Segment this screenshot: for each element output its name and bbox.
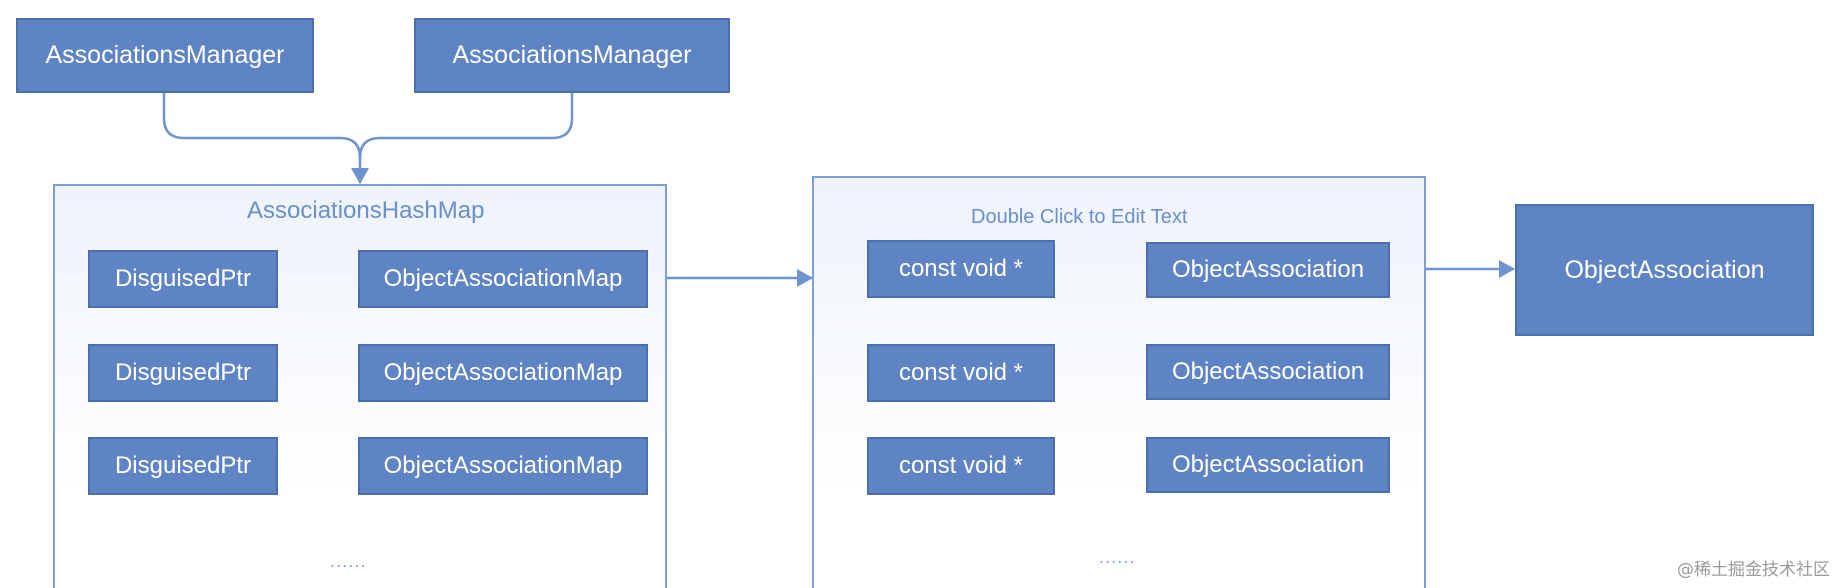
const-void-ptr-box-3[interactable]: const void *	[867, 437, 1055, 495]
const-void-ptr-box-1[interactable]: const void *	[867, 240, 1055, 298]
disguised-ptr-box-1[interactable]: DisguisedPtr	[88, 250, 278, 308]
disguised-ptr-box-2[interactable]: DisguisedPtr	[88, 344, 278, 402]
object-association-map-box-3[interactable]: ObjectAssociationMap	[358, 437, 648, 495]
assocmap-ellipsis: ......	[1099, 548, 1136, 567]
object-association-map-box-1[interactable]: ObjectAssociationMap	[358, 250, 648, 308]
associations-manager-box-1[interactable]: AssociationsManager	[16, 18, 314, 93]
disguised-ptr-box-3[interactable]: DisguisedPtr	[88, 437, 278, 495]
object-association-box-1[interactable]: ObjectAssociation	[1146, 242, 1390, 298]
object-association-box-3[interactable]: ObjectAssociation	[1146, 437, 1390, 493]
connector-manager-left	[162, 92, 369, 184]
associations-hashmap-title: AssociationsHashMap	[247, 197, 485, 224]
watermark-text: @稀土掘金技术社区	[1677, 560, 1830, 580]
object-association-box-2[interactable]: ObjectAssociation	[1146, 344, 1390, 400]
object-association-map-title: Double Click to Edit Text	[971, 206, 1188, 228]
connector-manager-right	[358, 92, 574, 159]
associations-manager-box-2[interactable]: AssociationsManager	[414, 18, 730, 93]
const-void-ptr-box-2[interactable]: const void *	[867, 344, 1055, 402]
hashmap-ellipsis: ......	[330, 552, 367, 571]
object-association-target-box[interactable]: ObjectAssociation	[1515, 204, 1814, 336]
object-association-map-box-2[interactable]: ObjectAssociationMap	[358, 344, 648, 402]
